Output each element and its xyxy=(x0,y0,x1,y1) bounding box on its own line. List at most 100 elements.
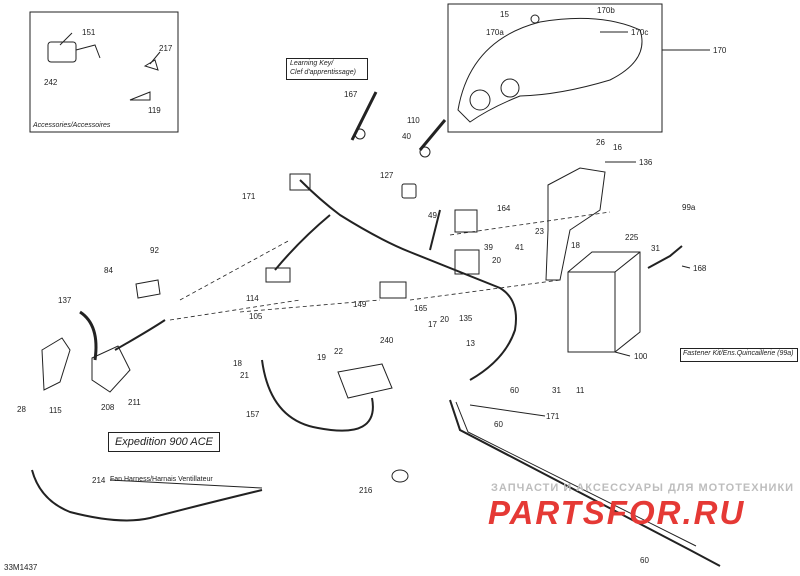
switch-127 xyxy=(401,183,417,199)
label-22: 22 xyxy=(334,347,343,356)
label-208: 208 xyxy=(101,403,115,412)
learning-key-box xyxy=(286,58,368,80)
label-217: 217 xyxy=(159,44,173,53)
cable-168 xyxy=(647,245,683,269)
fan-harness-caption: Fan Harness/Harnais Ventillateur xyxy=(110,476,213,483)
watermark-logo: PARTSFOR.RU xyxy=(488,494,746,531)
diagram-title: Expedition 900 ACE xyxy=(108,432,220,452)
label-157: 157 xyxy=(246,410,260,419)
battery-100 xyxy=(567,251,641,353)
label-151: 151 xyxy=(82,28,96,37)
harness-branch-1 xyxy=(274,214,331,271)
label-105: 105 xyxy=(249,312,263,321)
battery-100-top xyxy=(568,251,641,352)
gauge-screw xyxy=(530,14,540,24)
part-217 xyxy=(143,59,159,71)
label-13: 13 xyxy=(466,339,475,348)
label-170: 170 xyxy=(713,46,727,55)
leader-171b xyxy=(469,404,546,417)
label-136: 136 xyxy=(639,158,653,167)
label-18-top: 18 xyxy=(571,241,580,250)
label-17: 17 xyxy=(428,320,437,329)
label-99a: 99a xyxy=(682,203,696,212)
label-31-right: 31 xyxy=(651,244,660,253)
accessories-caption: Accessories/Accessoires xyxy=(33,122,111,129)
harness-211 xyxy=(114,319,166,351)
part-84 xyxy=(135,279,161,299)
label-92: 92 xyxy=(150,246,159,255)
label-225: 225 xyxy=(625,233,639,242)
label-167: 167 xyxy=(344,90,358,99)
label-60-mid: 60 xyxy=(510,386,519,395)
label-216: 216 xyxy=(359,486,373,495)
harness-branch-2 xyxy=(429,209,441,251)
key-40 xyxy=(419,146,431,158)
diagram-code: 33M1437 xyxy=(4,563,38,572)
label-164: 164 xyxy=(497,204,511,213)
label-84: 84 xyxy=(104,266,113,275)
gauge-box xyxy=(447,3,663,133)
dash-4 xyxy=(169,299,301,321)
fastener-kit-caption: Fastener Kit/Ens.Quincaillerie (99a) xyxy=(683,350,794,357)
part-119 xyxy=(129,91,151,101)
leader-151 xyxy=(59,32,73,46)
label-168: 168 xyxy=(693,264,707,273)
fastener-kit-box xyxy=(680,348,798,362)
accessories-box xyxy=(29,11,179,133)
connector-149 xyxy=(379,281,407,299)
gauge-dial-left xyxy=(469,89,491,111)
gauge-dial-right xyxy=(500,78,520,98)
label-49: 49 xyxy=(428,211,437,220)
label-100: 100 xyxy=(634,352,648,361)
label-16: 16 xyxy=(613,143,622,152)
main-harness xyxy=(299,179,517,381)
label-28: 28 xyxy=(17,405,26,414)
label-110: 110 xyxy=(407,116,420,125)
learning-key-caption-2: Clef d'apprentissage) xyxy=(290,69,356,76)
harness-60 xyxy=(449,399,721,567)
label-127: 127 xyxy=(380,171,394,180)
label-149: 149 xyxy=(353,300,367,309)
label-114: 114 xyxy=(246,294,259,303)
cable-157 xyxy=(261,359,374,432)
gauge-cluster xyxy=(457,17,643,123)
hose-137 xyxy=(79,310,98,361)
label-20-upper: 20 xyxy=(492,256,501,265)
label-171-top: 171 xyxy=(242,192,256,201)
label-20-lower: 20 xyxy=(440,315,449,324)
label-31-bottom: 31 xyxy=(552,386,561,395)
bracket-115 xyxy=(41,337,71,391)
label-41: 41 xyxy=(515,243,524,252)
label-137: 137 xyxy=(58,296,72,305)
label-214: 214 xyxy=(92,476,106,485)
regulator-22 xyxy=(337,363,393,399)
label-165: 165 xyxy=(414,304,428,313)
part-151 xyxy=(47,41,77,63)
part-151-wire xyxy=(75,44,101,59)
leader-217 xyxy=(149,51,161,65)
relay-164 xyxy=(454,209,478,233)
bracket-208 xyxy=(91,345,131,393)
label-19: 19 xyxy=(317,353,326,362)
harness-60-b xyxy=(455,401,697,547)
connector-171 xyxy=(289,173,311,191)
label-170a: 170a xyxy=(486,28,504,37)
label-211: 211 xyxy=(128,398,141,407)
learning-key xyxy=(350,91,378,141)
label-40: 40 xyxy=(402,132,411,141)
label-242: 242 xyxy=(44,78,58,87)
leader-168 xyxy=(681,265,691,269)
leader-214 xyxy=(109,479,263,489)
bracket-136 xyxy=(545,167,606,281)
label-60-bottom: 60 xyxy=(640,556,649,565)
label-60-lower: 60 xyxy=(494,420,503,429)
label-119: 119 xyxy=(148,106,161,115)
learning-key-caption-1: Learning Key/ xyxy=(290,60,334,67)
label-171-bottom: 171 xyxy=(546,412,560,421)
label-21: 21 xyxy=(240,371,249,380)
label-39: 39 xyxy=(484,243,493,252)
dash-1 xyxy=(179,239,291,301)
dash-5 xyxy=(449,211,611,236)
watermark-tagline: ЗАПЧАСТИ И АКСЕССУАРЫ ДЛЯ МОТОТЕХНИКИ xyxy=(491,482,795,494)
